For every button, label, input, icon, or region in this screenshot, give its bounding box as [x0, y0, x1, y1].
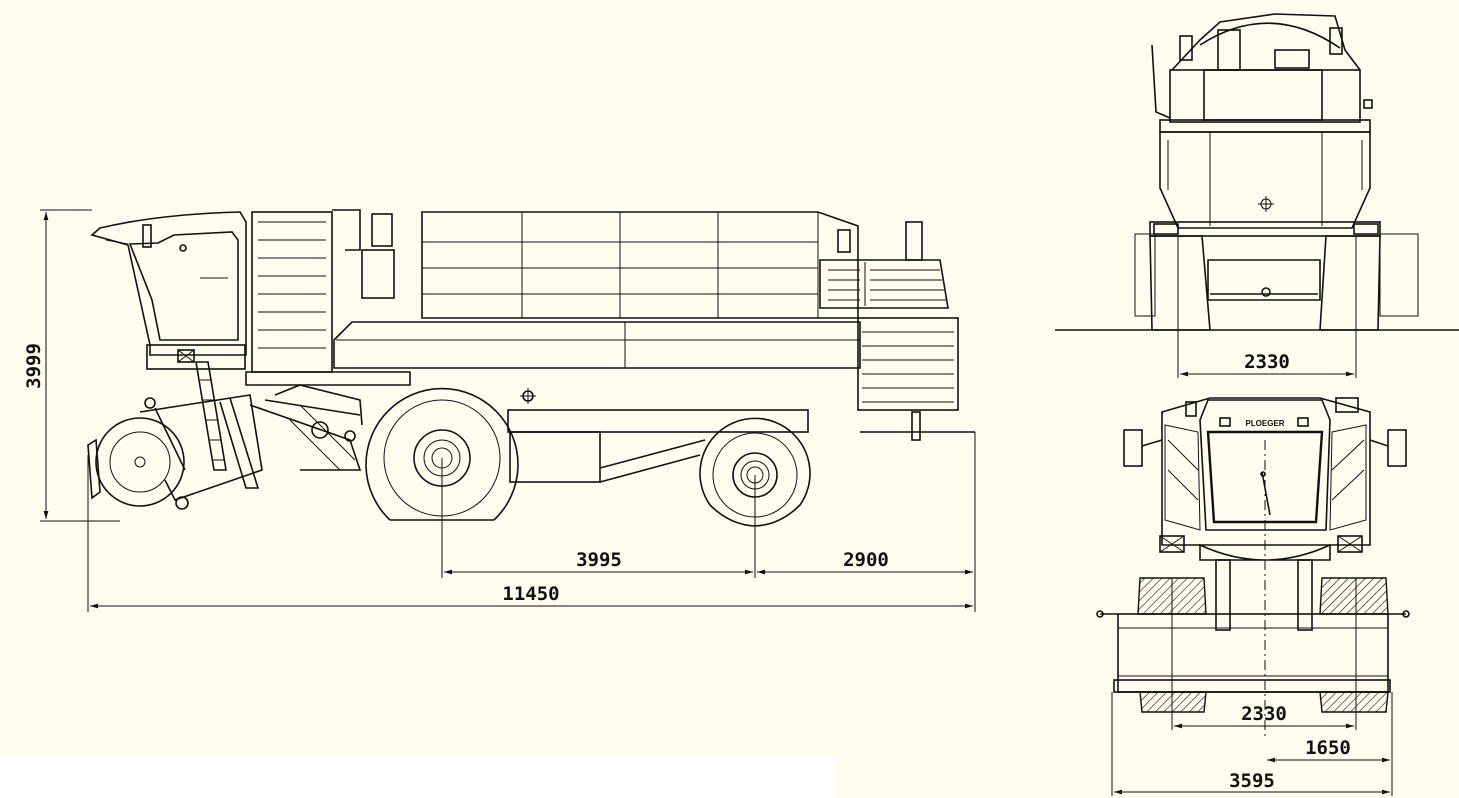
blank-panel [0, 756, 836, 798]
overall-width-dimension-label: 3595 [1229, 770, 1275, 792]
half-width-dimension-label: 1650 [1305, 737, 1351, 759]
side-view: 3999 3995 2900 11450 [23, 209, 976, 612]
side-harvester-front [87, 361, 363, 510]
front-view: PLOEGER [1096, 397, 1410, 796]
rear-track-width-label: 2330 [1244, 351, 1290, 373]
side-dimensions: 3999 3995 2900 11450 [23, 209, 976, 612]
rear-view: 2330 [1055, 13, 1459, 378]
side-hopper [421, 211, 859, 319]
wheelbase-dimension-label: 3995 [576, 549, 622, 571]
height-dimension-label: 3999 [23, 343, 45, 389]
brand-label: PLOEGER [1245, 419, 1284, 428]
side-cab [90, 211, 247, 370]
side-engine-block [245, 209, 411, 386]
side-rear-engine [819, 221, 975, 441]
rear-overhang-dimension-label: 2900 [843, 549, 889, 571]
side-chassis [333, 321, 861, 483]
front-track-width-label: 2330 [1241, 703, 1287, 725]
overall-length-dimension-label: 11450 [502, 583, 559, 605]
